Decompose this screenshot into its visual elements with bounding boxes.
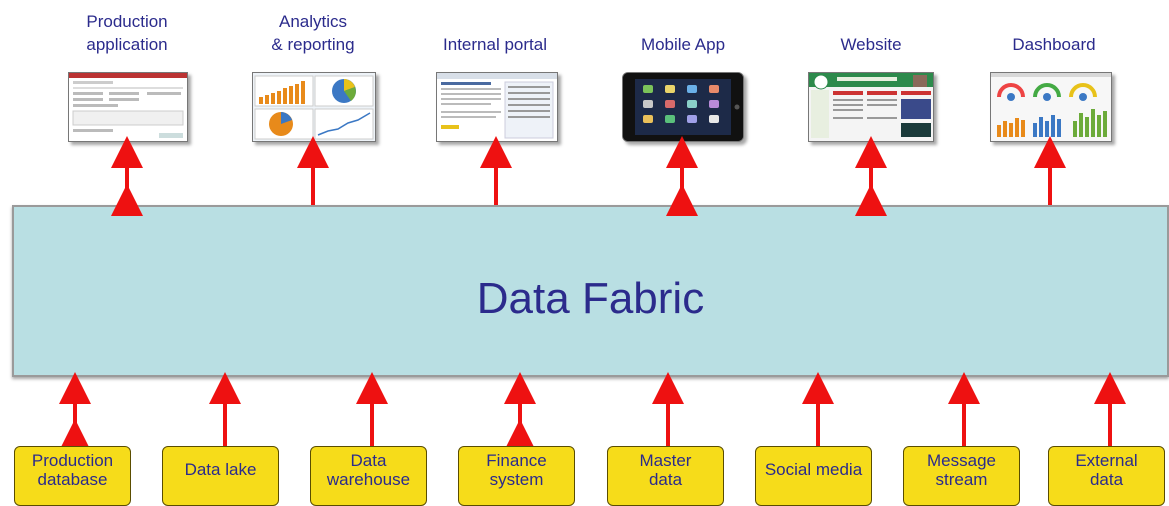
data-fabric-label: Data Fabric (476, 274, 705, 323)
data-fabric-panel: Data Fabric (12, 205, 1169, 377)
label-mobile-app: Mobile App (640, 35, 726, 54)
form-screenshot-icon (68, 72, 188, 142)
dashboard-gauges-icon (990, 72, 1112, 142)
source-production-database: Production database (14, 446, 131, 506)
connector-arrows (59, 136, 1126, 451)
tablet-icon (622, 72, 744, 142)
source-data-warehouse: Data warehouse (310, 446, 427, 506)
website-page-icon (808, 72, 934, 142)
source-external-data: External data (1048, 446, 1165, 506)
source-message-stream: Message stream (903, 446, 1020, 506)
label-production-application: Production application (86, 12, 168, 54)
label-internal-portal: Internal portal (443, 35, 547, 54)
portal-page-icon (436, 72, 558, 142)
analytics-charts-icon (252, 72, 376, 142)
label-dashboard: Dashboard (1012, 35, 1096, 54)
label-analytics-reporting: Analytics & reporting (271, 12, 355, 54)
source-social-media: Social media (755, 446, 872, 506)
source-data-lake: Data lake (162, 446, 279, 506)
source-finance-system: Finance system (458, 446, 575, 506)
label-website: Website (840, 35, 902, 54)
source-master-data: Master data (607, 446, 724, 506)
